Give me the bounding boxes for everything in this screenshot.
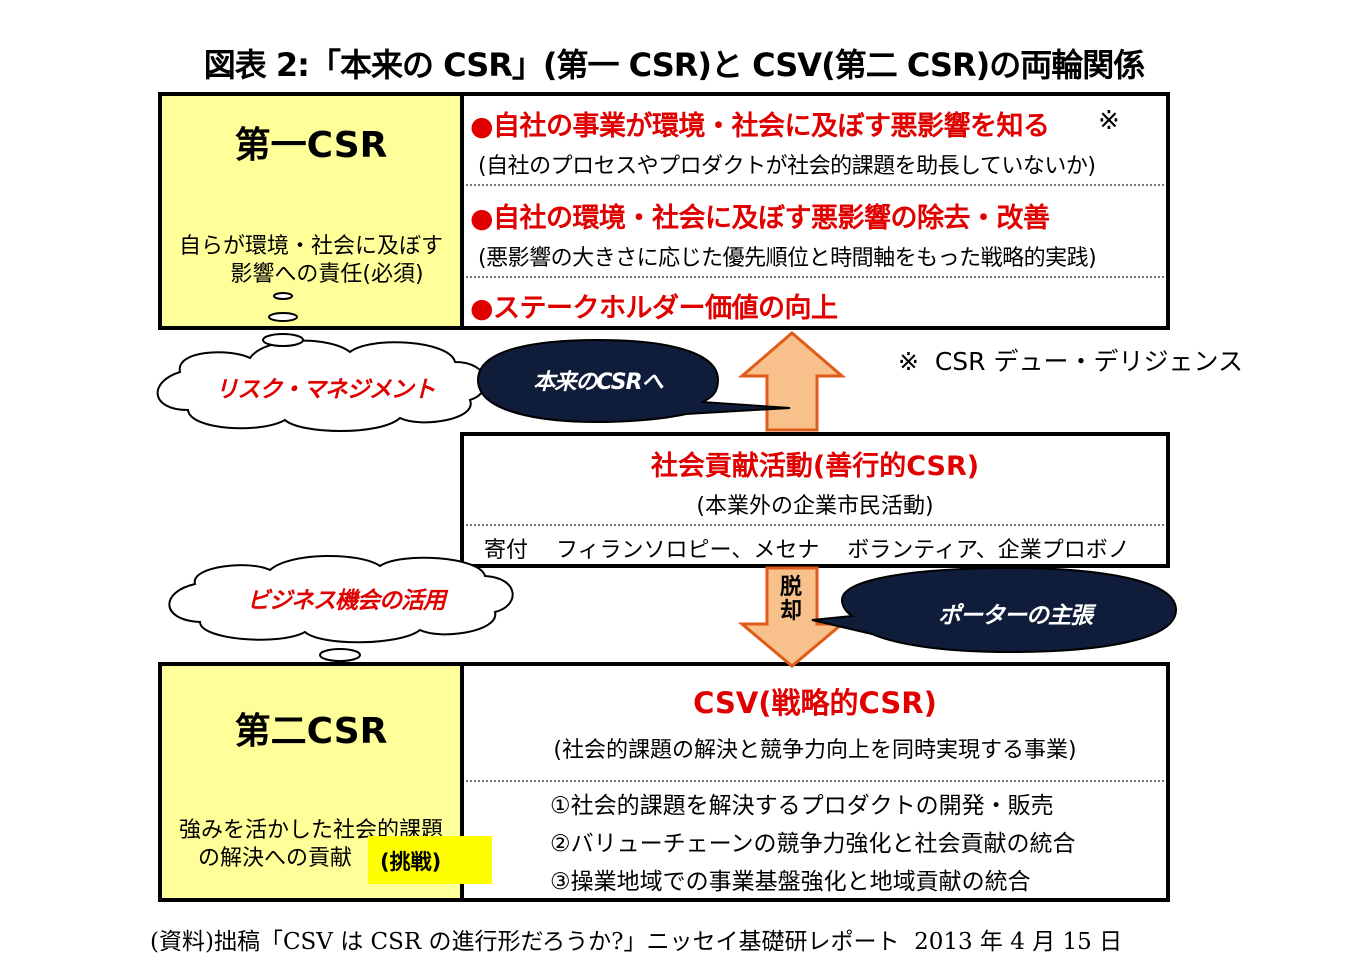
cloud-risk-tail-2 [268, 312, 298, 322]
first-csr-heading: 第一CSR [234, 125, 388, 166]
first-csr-item-3: ●ステークホルダー価値の向上 [470, 293, 838, 324]
second-csr-divider [460, 666, 464, 898]
bubble-porter [811, 566, 1178, 654]
social-contribution-sub: (本業外の企業市民活動) [696, 494, 934, 519]
cloud-risk-tail-1 [262, 333, 304, 347]
csv-item-1: ①社会的課題を解決するプロダクトの開発・販売 [550, 793, 1054, 819]
departure-label: 脱却 [780, 575, 803, 624]
social-contribution-heading: 社会貢献活動(善行的CSR) [650, 451, 980, 482]
first-csr-item-1-mark: ※ [1098, 106, 1120, 136]
due-diligence-note: ※ CSR デュー・デリジェンス [898, 347, 1243, 376]
csv-row-divider [466, 780, 1164, 782]
csv-heading: CSV(戦略的CSR) [693, 686, 937, 720]
cloud-risk-tail-3 [273, 292, 293, 300]
second-csr-heading: 第二CSR [234, 711, 388, 752]
bubble-porter-label: ポーターの主張 [938, 603, 1093, 629]
challenge-label: (挑戦) [380, 850, 442, 874]
up-arrow [737, 331, 847, 432]
bubble-original-csr [476, 338, 791, 424]
first-csr-item-2-sub: (悪影響の大きさに応じた優先順位と時間軸をもった戦略的実践) [478, 246, 1097, 271]
first-csr-desc-line1: 自らが環境・社会に及ぼす [178, 234, 443, 259]
cloud-risk-label: リスク・マネジメント [215, 377, 436, 403]
social-contribution-examples: 寄付 フィランソロピー、メセナ ボランティア、企業プロボノ [484, 538, 1130, 563]
down-arrow [737, 566, 847, 668]
first-csr-label-panel [162, 96, 460, 326]
first-csr-desc-line2: 影響への責任(必須) [230, 262, 424, 287]
second-csr-desc-line2: の解決への貢献 [198, 846, 353, 871]
cloud-business-tail-1 [319, 648, 361, 662]
social-contribution-box [460, 432, 1170, 568]
first-csr-item-1-sub: (自社のプロセスやプロダクトが社会的課題を助長していないか) [478, 154, 1096, 179]
social-row-divider [466, 524, 1164, 526]
first-csr-item-1: ●自社の事業が環境・社会に及ぼす悪影響を知る [470, 111, 1050, 142]
cloud-business-opportunity [168, 555, 514, 662]
cloud-risk-management [156, 292, 487, 432]
csv-sub: (社会的課題の解決と競争力向上を同時実現する事業) [553, 738, 1077, 763]
first-csr-row-divider-2 [466, 276, 1164, 278]
first-csr-row-divider-1 [466, 184, 1164, 186]
csv-item-3: ③操業地域での事業基盤強化と地域貢献の統合 [550, 869, 1031, 895]
first-csr-divider [460, 96, 464, 326]
figure-title: 図表 2:「本来の CSR」(第一 CSR)と CSV(第二 CSR)の両輪関係 [203, 46, 1145, 84]
csv-item-2: ②バリューチェーンの競争力強化と社会貢献の統合 [550, 831, 1076, 857]
source-note: (資料)拙稿「CSV は CSR の進行形だろうか?」ニッセイ基礎研レポート 2… [150, 929, 1123, 955]
first-csr-item-2: ●自社の環境・社会に及ぼす悪影響の除去・改善 [470, 203, 1050, 234]
bubble-original-csr-label: 本来のCSRへ [533, 370, 663, 395]
cloud-business-label: ビジネス機会の活用 [247, 588, 446, 614]
challenge-highlight [368, 836, 492, 884]
